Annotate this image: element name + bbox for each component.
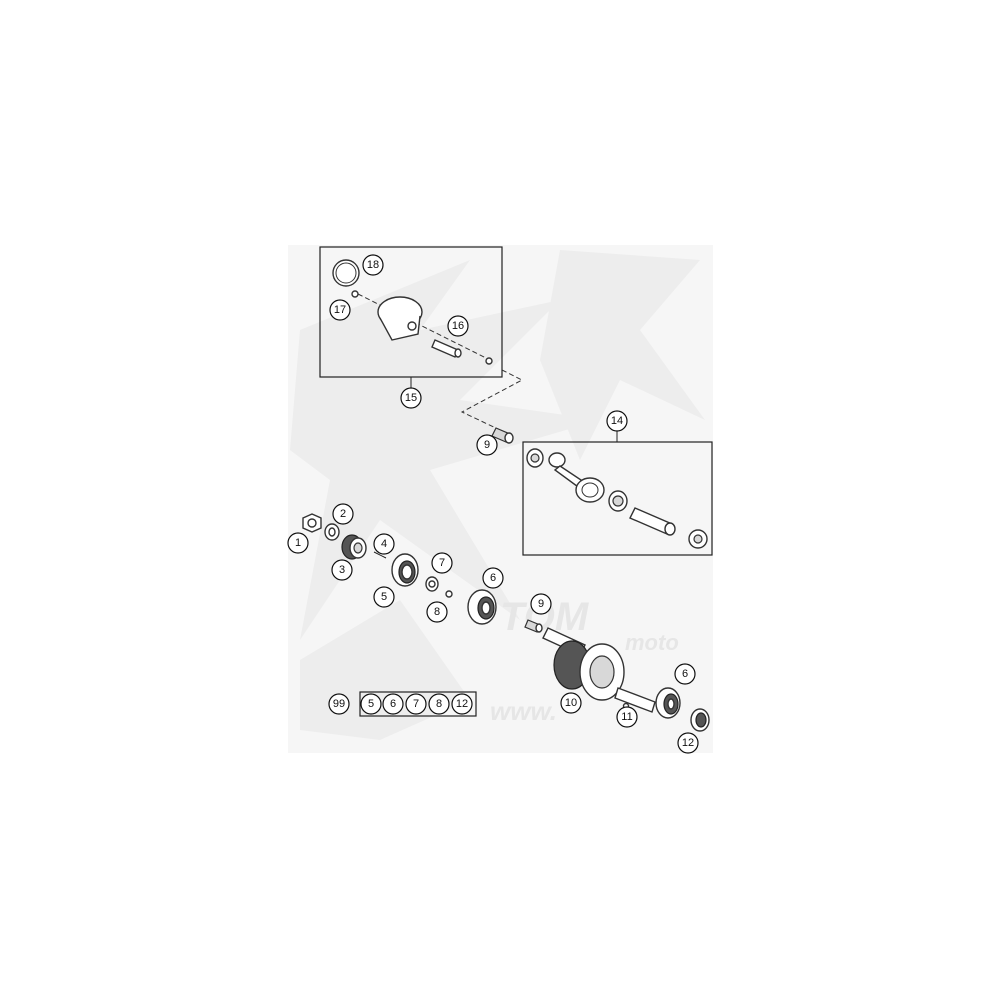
callout-9-top[interactable]: 9 — [476, 434, 498, 456]
retaining-clip-17 — [351, 290, 359, 298]
svg-text:9: 9 — [484, 439, 490, 451]
svg-text:9: 9 — [538, 598, 544, 610]
svg-text:1: 1 — [295, 537, 301, 549]
kit-item-12[interactable]: 12 — [451, 693, 473, 715]
callout-15[interactable]: 15 — [400, 387, 422, 409]
callout-12[interactable]: 12 — [677, 732, 699, 754]
callout-5[interactable]: 5 — [373, 586, 395, 608]
callout-17[interactable]: 17 — [329, 299, 351, 321]
needle-bearing-bottom — [524, 619, 543, 633]
svg-text:12: 12 — [682, 737, 694, 749]
big-end-bearing — [608, 490, 628, 512]
piston-pin — [431, 339, 462, 358]
svg-text:18: 18 — [367, 259, 379, 271]
circlip-ring — [332, 259, 360, 287]
watermark-moto-text: moto — [625, 630, 679, 655]
kit-item-6[interactable]: 6 — [382, 693, 404, 715]
watermark: TOM moto www. — [288, 245, 713, 753]
retaining-clip-16 — [485, 357, 493, 365]
svg-text:5: 5 — [381, 591, 387, 603]
callout-9-bottom[interactable]: 9 — [530, 593, 552, 615]
connecting-rod — [548, 452, 605, 503]
seal-12 — [690, 708, 710, 732]
svg-text:7: 7 — [439, 557, 445, 569]
washer-2 — [324, 523, 340, 541]
bearing-5 — [391, 553, 419, 587]
callout-3[interactable]: 3 — [331, 559, 353, 581]
callout-8[interactable]: 8 — [426, 601, 448, 623]
callout-10[interactable]: 10 — [560, 692, 582, 714]
callout-1[interactable]: 1 — [287, 532, 309, 554]
needle-bearing-top — [491, 427, 514, 444]
svg-text:5: 5 — [368, 698, 374, 710]
callout-6-right[interactable]: 6 — [674, 663, 696, 685]
svg-text:4: 4 — [381, 538, 387, 550]
callout-16[interactable]: 16 — [447, 315, 469, 337]
piston — [377, 296, 423, 341]
svg-text:8: 8 — [436, 698, 442, 710]
svg-text:16: 16 — [452, 320, 464, 332]
seal-6-right — [655, 687, 681, 719]
svg-text:11: 11 — [621, 711, 632, 723]
svg-text:10: 10 — [565, 697, 577, 709]
crank-pin — [629, 507, 676, 536]
svg-text:99: 99 — [333, 698, 345, 710]
kit-item-7[interactable]: 7 — [405, 693, 427, 715]
svg-text:2: 2 — [340, 508, 346, 520]
conrod-group-box — [522, 431, 713, 556]
svg-text:8: 8 — [434, 606, 440, 618]
assembly-link-line — [460, 369, 524, 431]
callout-6-left[interactable]: 6 — [482, 567, 504, 589]
svg-text:6: 6 — [682, 668, 688, 680]
gear-3 — [341, 534, 367, 560]
svg-text:15: 15 — [405, 392, 417, 404]
callout-14[interactable]: 14 — [606, 410, 628, 432]
crankshaft — [542, 627, 656, 713]
repair-kit-99: 99 5 6 7 8 12 — [328, 691, 477, 717]
svg-text:3: 3 — [339, 564, 345, 576]
callout-18[interactable]: 18 — [362, 254, 384, 276]
svg-text:6: 6 — [490, 572, 496, 584]
svg-text:6: 6 — [390, 698, 396, 710]
callout-7[interactable]: 7 — [431, 552, 453, 574]
svg-text:17: 17 — [334, 304, 346, 316]
kit-item-8[interactable]: 8 — [428, 693, 450, 715]
svg-text:12: 12 — [456, 698, 468, 710]
key-4 — [373, 551, 387, 559]
svg-text:7: 7 — [413, 698, 419, 710]
svg-text:14: 14 — [611, 415, 623, 427]
kit-callout-99[interactable]: 99 — [328, 693, 350, 715]
seal-6-left — [467, 589, 497, 625]
washer-7 — [425, 576, 439, 592]
nut — [302, 513, 322, 533]
kit-item-5[interactable]: 5 — [360, 693, 382, 715]
callout-4[interactable]: 4 — [373, 533, 395, 555]
callout-2[interactable]: 2 — [332, 503, 354, 525]
watermark-url-text: www. — [490, 696, 557, 726]
callout-11[interactable]: 11 — [616, 706, 638, 728]
o-ring-8 — [445, 590, 453, 598]
